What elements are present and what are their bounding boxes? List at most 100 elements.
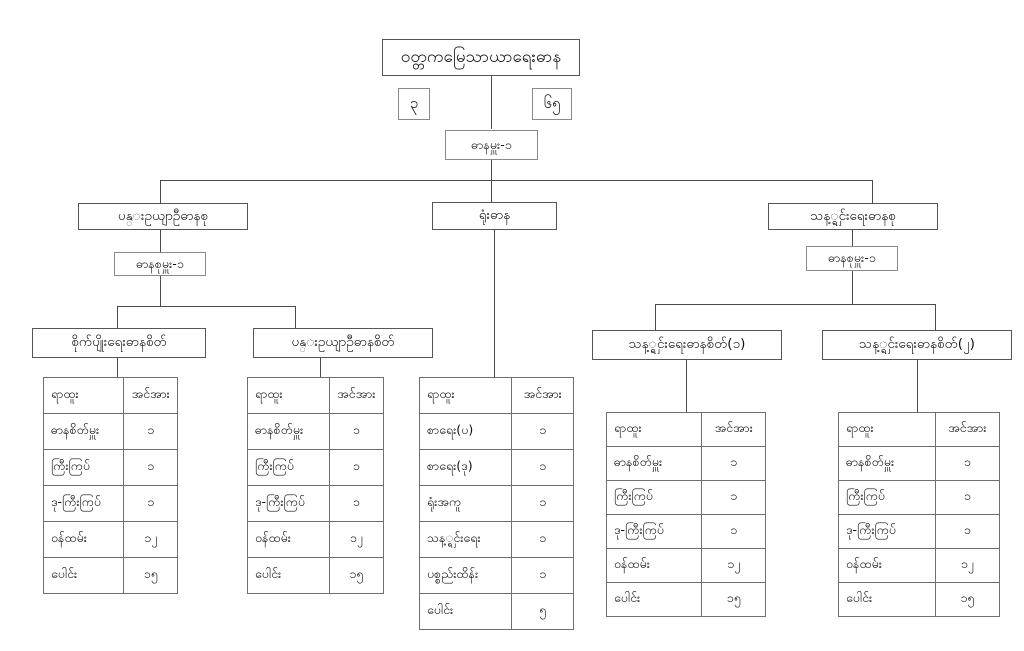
table-cell-role: ကြီးကြပ် [42,449,125,486]
table-cell-role: ဒု-ကြီးကြပ် [42,485,125,522]
staff-table-2[interactable]: ရာထူးအင်အားဓာနစိတ်မှူး၁ကြီးကြပ်၁ဒု-ကြီးက… [247,377,385,594]
connector-b3-child1-drop [655,304,656,330]
table-cell-count: ၁ [934,446,1001,481]
table-cell-role: ဒု-ကြီးကြပ် [247,485,330,522]
table-cell-count: ၁၅ [701,582,766,617]
table-cell-count: ၁၂ [123,521,178,558]
table-cell-role: ပေါင်း [418,593,513,630]
connector-b3-head-down [852,271,853,305]
child-box-cleaning-1[interactable]: သန့္ရှင်းရေးဓာနစိတ်(၁) [592,330,782,360]
connector-head-down [491,160,492,205]
department-head-label: ဓာနမှူး-၁ [471,136,512,152]
child-box-cleaning-2[interactable]: သန့္ရှင်းရေးဓာနစိတ်(၂) [822,330,1012,360]
branch-garden-label: ပန္းဥယျာဦဓာနစု [118,207,208,224]
table-header-cell: ရာထူး [605,412,703,447]
table-cell-role: သန့္ရှင်းရေး [418,521,513,558]
connector-c2-to-table [320,357,321,378]
badge-right-box[interactable]: ၆၅ [532,88,572,120]
child-garden-unit-label: ပန္းဥယျာဦဓာနစိတ် [291,334,395,351]
table-cell-role: ဝန်ထမ်း [838,548,936,583]
table-cell-role: ပစ္စည်းထိန်း [418,557,513,594]
connector-c4-to-table [917,360,918,412]
connector-root-down [491,75,492,129]
branch-head-cleaning-label: ဓာနစုမှူး-၁ [828,250,876,266]
table-row: ကြီးကြပ်၁ [605,480,766,515]
branch-box-cleaning[interactable]: သန့္ရှင်းရေးဓာနစု [768,203,938,230]
table-header-row: ရာထူးအင်အား [838,412,1001,447]
table-cell-role: ပေါင်း [605,582,703,617]
connector-b1-bus [117,306,295,307]
table-row: စာရေး(ဒု)၁ [418,449,574,486]
table-row: ဒု-ကြီးကြပ်၁ [605,514,766,549]
connector-level1-bus [160,180,872,181]
table-header-cell: အင်အား [328,377,385,414]
table-header-cell: ရာထူး [42,377,125,414]
table-header-cell: ရာထူး [418,377,513,414]
table-cell-count: ၁ [511,485,574,522]
branch-box-office[interactable]: ရုံးဓာန [432,202,557,230]
branch-head-box-garden[interactable]: ဓာနစုမှူး-၁ [114,252,206,276]
table-row: ဓာနစိတ်မှူး၁ [42,413,178,450]
table-cell-count: ၁ [328,449,385,486]
connector-b1-child1-drop [117,306,118,328]
table-cell-count: ၁၂ [934,548,1001,583]
table-cell-role: ဓာနစိတ်မှူး [605,446,703,481]
connector-b1-head-down [160,275,161,307]
connector-b1-child2-drop [295,306,296,328]
table-header-cell: အင်အား [511,377,574,414]
table-cell-role: ပေါင်း [247,557,330,594]
table-header-row: ရာထူးအင်အား [605,412,766,447]
child-box-garden-unit[interactable]: ပန္းဥယျာဦဓာနစိတ် [253,328,433,358]
table-row: ပေါင်း၁၅ [42,557,178,594]
table-cell-count: ၁၂ [701,548,766,583]
table-cell-role: ဓာနစိတ်မှူး [42,413,125,450]
root-label: ဝတ္တကမြေသာယာရေးဓာန [400,46,562,67]
table-row: ပေါင်း၁၅ [838,582,1001,617]
table-cell-role: ပေါင်း [838,582,936,617]
table-cell-role: ကြီးကြပ် [605,480,703,515]
staff-table-1[interactable]: ရာထူးအင်အားဓာနစိတ်မှူး၁ကြီးကြပ်၁ဒု-ကြီးက… [42,377,178,594]
branch-head-garden-label: ဓာနစုမှူး-၁ [136,255,184,271]
table-row: ဝန်ထမ်း၁၂ [838,548,1001,583]
table-row: ကြီးကြပ်၁ [838,480,1001,515]
table-cell-role: စာရေး(ဒု) [418,449,513,486]
staff-table-5[interactable]: ရာထူးအင်အားဓာနစိတ်မှူး၁ကြီးကြပ်၁ဒု-ကြီးက… [838,412,1001,617]
table-row: ရုံးအကူ၁ [418,485,574,522]
staff-table-3[interactable]: ရာထူးအင်အားစာရေး(ပ)၁စာရေး(ဒု)၁ရုံးအကူ၁သန… [418,377,574,630]
table-cell-count: ၁ [123,449,178,486]
table-cell-count: ၁ [123,485,178,522]
table-row: ဝန်ထမ်း၁၂ [42,521,178,558]
table-row: ဓာနစိတ်မှူး၁ [838,446,1001,481]
child-box-agriculture[interactable]: စိုက်ပျိုးရေးဓာနစိတ် [32,328,206,358]
table-cell-count: ၁၅ [328,557,385,594]
table-row: ဝန်ထမ်း၁၂ [605,548,766,583]
branch-box-garden[interactable]: ပန္းဥယျာဦဓာနစု [78,203,248,230]
branch-head-box-cleaning[interactable]: ဓာနစုမှူး-၁ [806,246,898,271]
table-row: ကြီးကြပ်၁ [42,449,178,486]
table-cell-role: ဓာနစိတ်မှူး [247,413,330,450]
table-cell-count: ၁ [934,480,1001,515]
table-cell-count: ၁ [701,446,766,481]
table-cell-count: ၁၅ [123,557,178,594]
table-cell-count: ၁ [328,413,385,450]
table-cell-role: ကြီးကြပ် [838,480,936,515]
branch-cleaning-label: သန့္ရှင်းရေးဓာနစု [810,207,896,224]
staff-table-4[interactable]: ရာထူးအင်အားဓာနစိတ်မှူး၁ကြီးကြပ်၁ဒု-ကြီးက… [605,412,766,617]
table-cell-count: ၁ [701,480,766,515]
table-cell-count: ၁ [511,521,574,558]
child-cleaning-1-label: သန့္ရှင်းရေးဓာနစိတ်(၁) [628,336,746,353]
department-head-box[interactable]: ဓာနမှူး-၁ [445,130,538,160]
table-row: ပေါင်း၅ [418,593,574,630]
badge-left-box[interactable]: ၃ [398,88,430,120]
table-cell-count: ၁ [934,514,1001,549]
table-header-cell: အင်အား [701,412,766,447]
branch-office-label: ရုံးဓာန [478,207,511,224]
table-cell-role: ဝန်ထမ်း [42,521,125,558]
badge-right-label: ၆၅ [543,94,561,113]
connector-b3-child2-drop [935,304,936,330]
child-agriculture-label: စိုက်ပျိုးရေးဓာနစိတ် [71,334,167,351]
table-cell-role: ဒု-ကြီးကြပ် [838,514,936,549]
table-header-row: ရာထူးအင်အား [247,377,385,414]
table-row: ဓာနစိတ်မှူး၁ [247,413,385,450]
root-box[interactable]: ဝတ္တကမြေသာယာရေးဓာန [382,39,580,76]
